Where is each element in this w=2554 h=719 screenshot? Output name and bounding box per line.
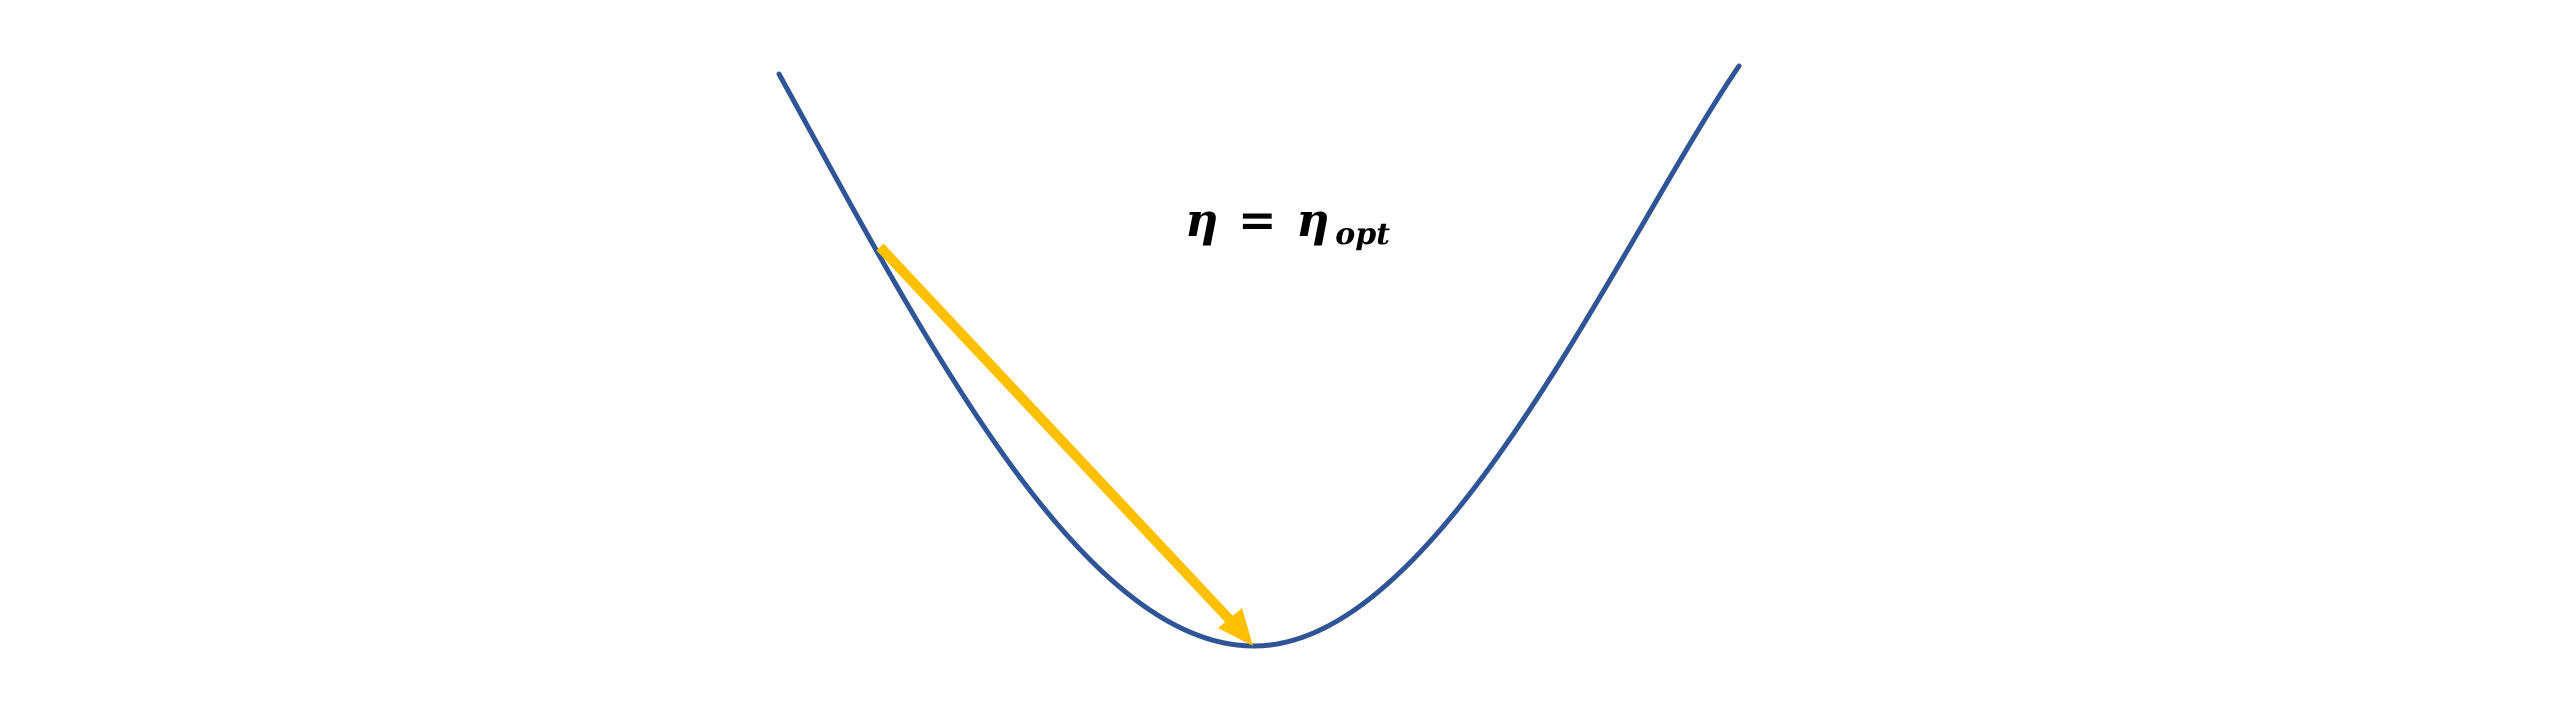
equation-rhs-subscript: opt [1335, 217, 1390, 252]
equation-label: η = η opt [1185, 193, 1390, 252]
loss-curve [776, 63, 1742, 649]
equation-rhs-base: η [1296, 193, 1329, 247]
descent-arrow-head [1218, 608, 1253, 646]
descent-arrow-shaft [876, 243, 1234, 624]
equation-lhs: η [1185, 193, 1218, 247]
equation-relation: = [1238, 193, 1277, 247]
